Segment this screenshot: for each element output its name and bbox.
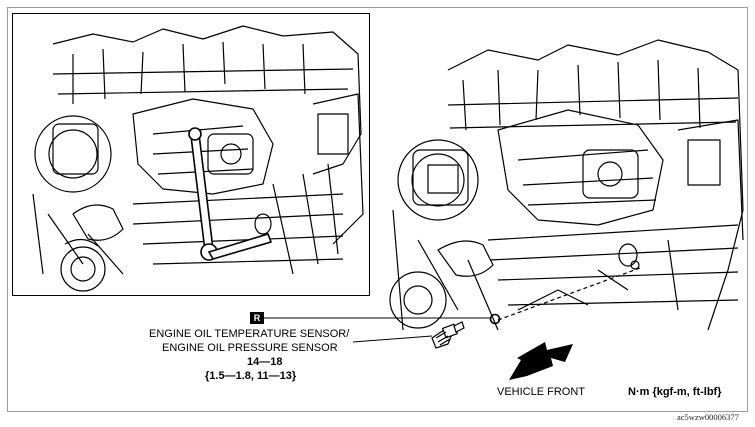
wrench-icon bbox=[188, 127, 272, 261]
vehicle-front-label: VEHICLE FRONT bbox=[497, 386, 586, 398]
replace-badge: R bbox=[250, 312, 264, 324]
units-label: N·m {kgf-m, ft-lbf} bbox=[628, 386, 722, 398]
sensor-label-line1: ENGINE OIL TEMPERATURE SENSOR/ bbox=[149, 328, 350, 340]
torque-kgf-ftlbf: {1.5—1.8, 11—13} bbox=[205, 370, 297, 382]
torque-nm: 14—18 bbox=[247, 356, 283, 368]
illustration-code: ac5wzw00006377 bbox=[677, 412, 739, 422]
inset-detail-view bbox=[12, 13, 370, 296]
inset-engine-illustration bbox=[32, 25, 364, 292]
main-engine-illustration bbox=[389, 39, 744, 331]
o-ring-icon bbox=[489, 313, 501, 325]
figure-frame bbox=[7, 7, 748, 412]
vehicle-front-arrow-icon bbox=[509, 342, 573, 380]
sensor-icon bbox=[431, 321, 465, 349]
sensor-label-line2: ENGINE OIL PRESSURE SENSOR bbox=[162, 342, 338, 354]
